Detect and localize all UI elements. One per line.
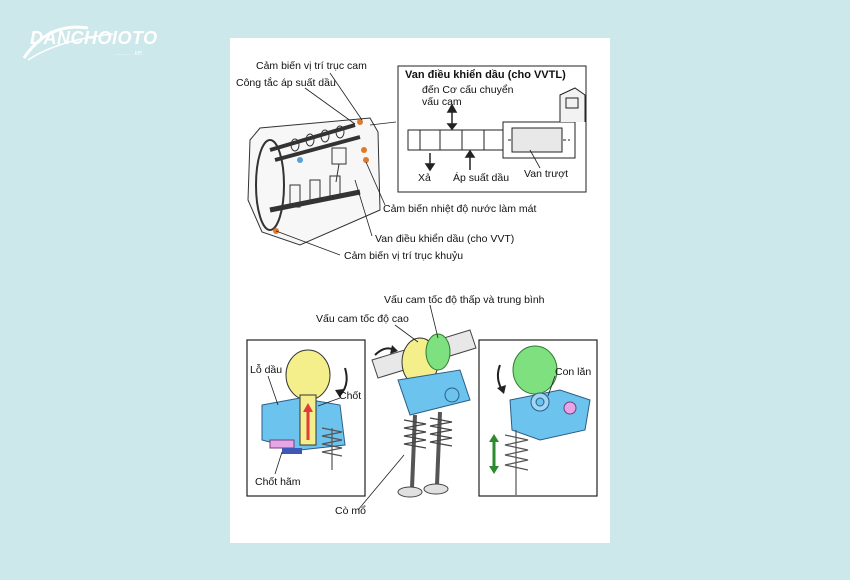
sensor-markers xyxy=(273,119,369,234)
label-oil-hole: Lỗ dầu xyxy=(250,364,283,376)
label-rocker-arm: Cò mổ xyxy=(335,505,366,517)
label-high-cam: Vấu cam tốc độ cao xyxy=(316,313,409,325)
label-coolant-temp-sensor: Cảm biến nhiệt độ nước làm mát xyxy=(383,203,537,215)
center-leader-lines xyxy=(357,304,439,511)
label-roller: Con lăn xyxy=(555,366,592,378)
left-leader-lines xyxy=(267,375,341,475)
top-leader-lines xyxy=(275,72,397,256)
inset-label-to-mechanism-1: đến Cơ cấu chuyển xyxy=(422,84,514,96)
label-oil-pressure-switch: Công tắc áp suất dầu xyxy=(236,77,336,89)
inset-title: Van điều khiển dầu (cho VVTL) xyxy=(405,69,566,81)
inset-label-drain: Xả xyxy=(418,172,431,184)
center-rocker-assembly xyxy=(371,329,477,498)
inset-label-to-mechanism-2: vấu cam xyxy=(422,96,462,108)
brand-logo xyxy=(18,20,198,70)
label-vvt-oil-control-valve: Van điều khiển dầu (cho VVT) xyxy=(375,233,515,245)
brand-name: DANCHOIOTO xyxy=(30,28,158,48)
lock-pin-detail xyxy=(261,349,348,470)
valve-arrows xyxy=(424,103,476,172)
label-cam-position-sensor: Cảm biến vị trí trục cam xyxy=(256,60,367,72)
label-lock-pin: Chốt hãm xyxy=(255,476,301,488)
inset-leader-lines xyxy=(529,149,541,169)
vvtl-valve-body xyxy=(407,87,586,159)
inset-label-spool-valve: Van trượt xyxy=(524,168,569,180)
label-crank-position-sensor: Cảm biến vị trí trục khuỷu xyxy=(344,250,464,262)
roller-detail xyxy=(489,345,591,495)
logo-swoosh-icon xyxy=(22,25,114,61)
label-pin: Chốt xyxy=(339,390,362,402)
engine-sketch xyxy=(247,117,381,246)
right-leader-lines xyxy=(547,375,556,397)
inset-label-oil-pressure: Áp suất dầu xyxy=(453,172,510,184)
brand-subtitle: ........ .vn xyxy=(115,50,142,57)
label-low-mid-cam: Vấu cam tốc độ thấp và trung bình xyxy=(384,294,545,306)
